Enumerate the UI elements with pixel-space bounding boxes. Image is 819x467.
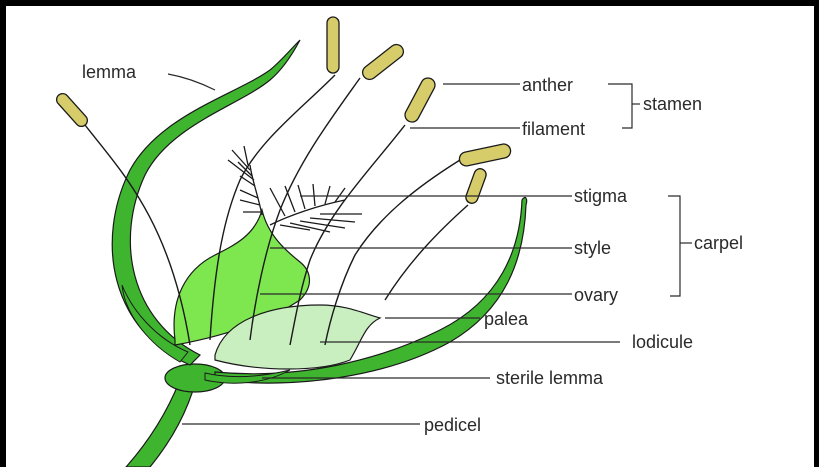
anther-6 xyxy=(464,167,488,205)
label-carpel: carpel xyxy=(694,233,743,253)
label-stigma: stigma xyxy=(574,186,628,206)
label-pedicel: pedicel xyxy=(424,415,481,435)
label-stamen: stamen xyxy=(643,94,702,114)
label-ovary: ovary xyxy=(574,285,618,305)
label-anther: anther xyxy=(522,75,573,95)
label-filament: filament xyxy=(522,119,585,139)
label-style: style xyxy=(574,238,611,258)
anther-5 xyxy=(458,143,512,168)
anther-4 xyxy=(403,76,438,125)
styles-and-stigmas xyxy=(228,146,362,232)
label-sterile-lemma: sterile lemma xyxy=(496,368,604,388)
anther-2 xyxy=(327,17,339,73)
label-lemma: lemma xyxy=(82,62,137,82)
anthers xyxy=(54,17,512,205)
anther-1 xyxy=(54,91,90,129)
anther-3 xyxy=(360,42,406,83)
label-lodicule: lodicule xyxy=(632,332,693,352)
label-palea: palea xyxy=(484,309,529,329)
